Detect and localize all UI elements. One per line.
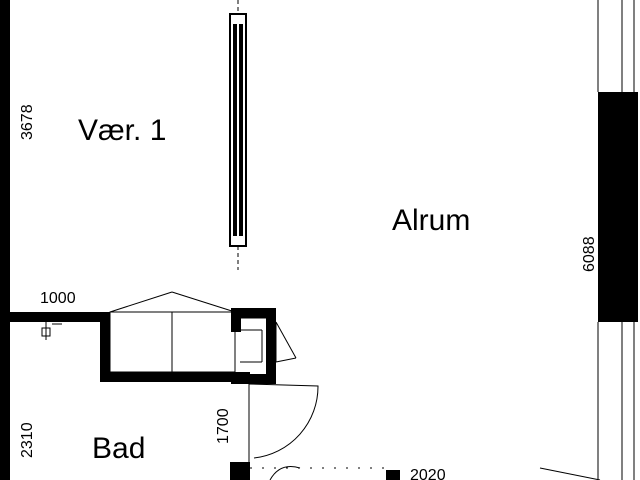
room-label-alrum: Alrum xyxy=(392,204,470,237)
dimension-left-upper: 3678 xyxy=(19,104,36,140)
bad-door-swing xyxy=(248,383,319,462)
dimension-right-side: 6088 xyxy=(581,236,598,272)
dimension-wall-top: 1000 xyxy=(40,290,76,307)
sliding-partition xyxy=(229,0,247,270)
dimension-door-height: 1700 xyxy=(215,408,232,444)
interior-wall-top xyxy=(10,312,250,382)
wall-column xyxy=(231,308,276,384)
dotted-bottom-line xyxy=(250,466,601,480)
wardrobe-cabinet xyxy=(109,291,236,373)
room-label-vaer1: Vær. 1 xyxy=(78,114,166,147)
right-exterior-wall xyxy=(597,0,638,480)
sanitary-symbol xyxy=(41,322,62,340)
room-label-bad: Bad xyxy=(92,432,145,465)
door-swing-small xyxy=(275,321,297,363)
left-exterior-wall xyxy=(0,0,10,480)
bottom-pillar xyxy=(230,462,250,480)
dimension-left-lower: 2310 xyxy=(19,422,36,458)
marker-square xyxy=(386,470,400,480)
dimension-bottom-right: 2020 xyxy=(410,467,446,480)
